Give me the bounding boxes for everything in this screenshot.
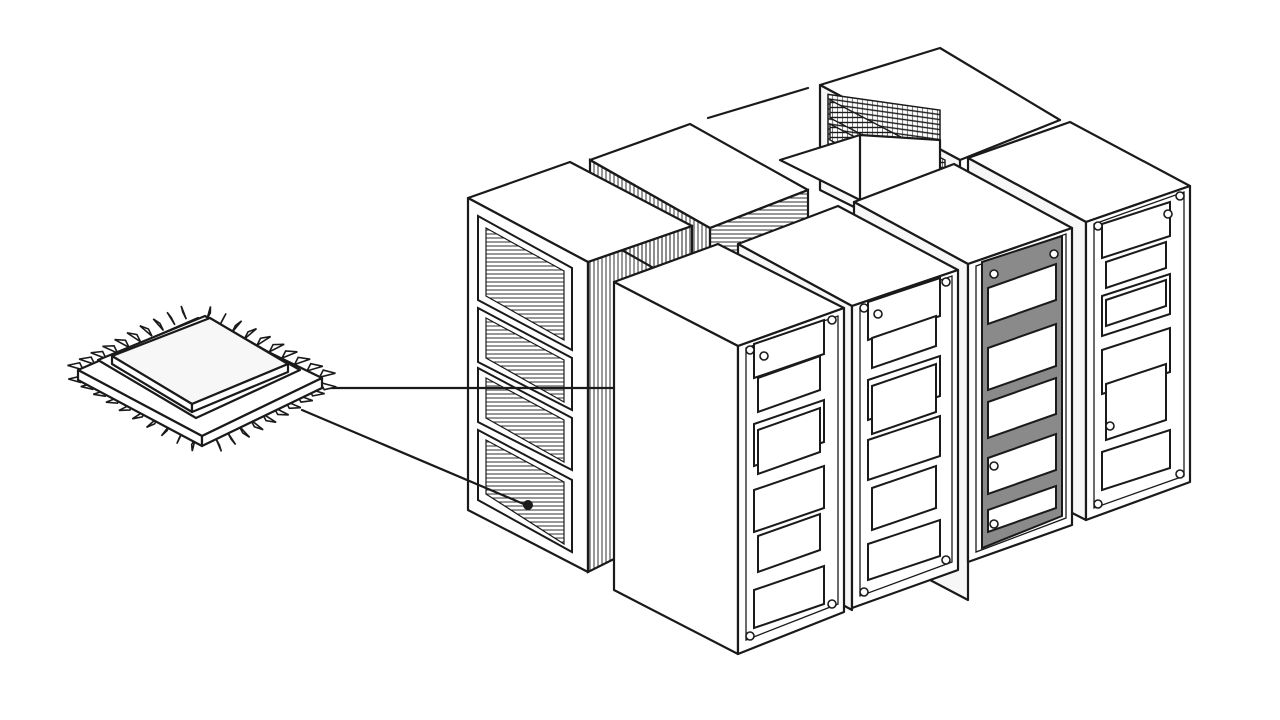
processor-chip	[68, 306, 337, 452]
chip-pin	[295, 357, 311, 364]
chip-pin	[244, 329, 256, 339]
chip-pin	[115, 340, 129, 348]
chip-pin	[153, 319, 163, 331]
chip-pin	[127, 333, 141, 342]
chip-pin	[140, 326, 152, 336]
chip-pin	[216, 438, 222, 451]
chip-pin	[307, 364, 323, 371]
connector-line-top	[708, 88, 808, 118]
chip-pin	[320, 370, 336, 377]
chip-pin	[181, 306, 186, 319]
chip-pin	[282, 351, 297, 358]
chip-pin	[257, 337, 271, 346]
chip-pin	[269, 344, 284, 351]
server-front-1	[614, 244, 844, 654]
chip-pin	[167, 312, 175, 325]
